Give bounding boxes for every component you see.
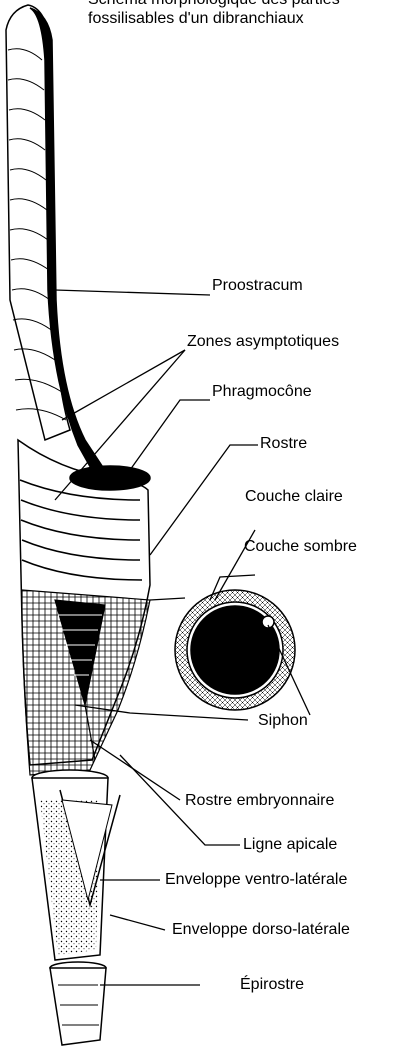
rostre-lower xyxy=(32,770,120,1045)
label-couche-claire: Couche claire xyxy=(245,488,343,506)
label-epirostre: Épirostre xyxy=(240,976,304,994)
label-proostracum: Proostracum xyxy=(212,277,303,295)
label-phragmocone: Phragmocône xyxy=(212,383,312,401)
cross-section xyxy=(175,590,295,710)
rostre-hatched xyxy=(22,590,150,775)
label-zones-asymptotiques: Zones asymptotiques xyxy=(187,333,339,351)
label-rostre: Rostre xyxy=(260,435,307,453)
label-siphon: Siphon xyxy=(258,712,308,730)
label-ligne-apicale: Ligne apicale xyxy=(243,836,337,854)
label-couche-sombre: Couche sombre xyxy=(244,538,357,556)
proostracum-shape xyxy=(6,5,110,478)
label-enveloppe-ventro-laterale: Enveloppe ventro-latérale xyxy=(165,871,347,889)
label-enveloppe-dorso-laterale: Enveloppe dorso-latérale xyxy=(172,921,350,939)
label-rostre-embryonnaire: Rostre embryonnaire xyxy=(185,792,334,810)
